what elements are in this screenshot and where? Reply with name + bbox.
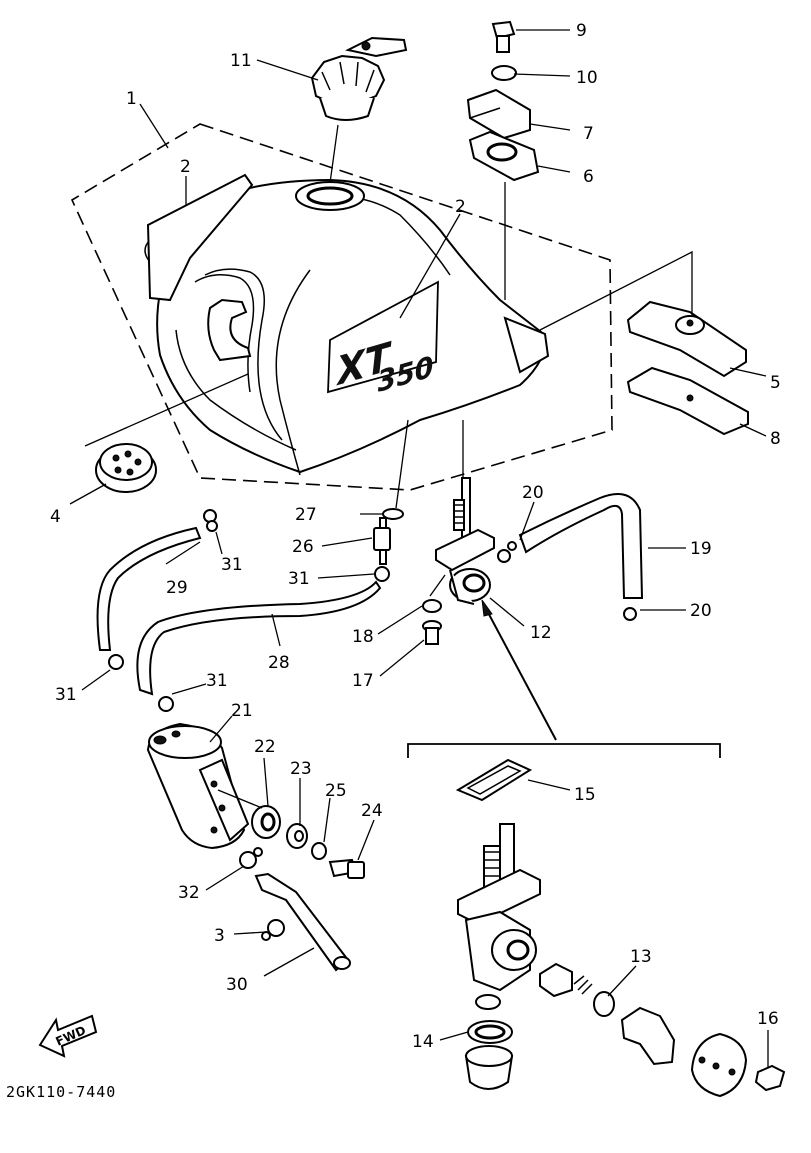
fuel-cock-upper <box>435 477 495 605</box>
callout-31-c: 31 <box>55 685 77 705</box>
vent-hose-29 <box>96 526 202 651</box>
breather-hose-28 <box>136 580 382 696</box>
callout-30: 30 <box>226 975 248 995</box>
fuel-hose-19 <box>518 493 644 599</box>
callout-19: 19 <box>690 539 712 559</box>
callout-31-a: 31 <box>221 555 243 575</box>
callout-5: 5 <box>770 373 781 393</box>
detail-bracket <box>407 743 721 758</box>
bracket-5 <box>626 300 747 378</box>
clip-3 <box>261 919 285 941</box>
bracket-8 <box>626 366 749 436</box>
collar-23 <box>286 823 308 849</box>
callout-1: 1 <box>126 89 137 109</box>
leader-lines <box>69 29 769 1068</box>
screw-17 <box>422 620 442 645</box>
washer-18 <box>422 599 442 613</box>
callout-13: 13 <box>630 947 652 967</box>
callout-7: 7 <box>583 124 594 144</box>
callout-2-left: 2 <box>180 157 191 177</box>
clip-20-lower <box>623 607 637 621</box>
o-ring-14 <box>467 1020 513 1044</box>
callout-21: 21 <box>231 701 253 721</box>
damper-4 <box>95 443 157 493</box>
bolt-24 <box>328 858 365 879</box>
callout-10: 10 <box>576 68 598 88</box>
screw-16 <box>754 1064 786 1092</box>
callout-18: 18 <box>352 627 374 647</box>
callout-15: 15 <box>574 785 596 805</box>
clip-20-upper <box>497 541 517 563</box>
callout-9: 9 <box>576 21 587 41</box>
lever-cover <box>690 1032 748 1098</box>
callout-8: 8 <box>770 429 781 449</box>
callout-4: 4 <box>50 507 61 527</box>
callout-11: 11 <box>230 51 252 71</box>
callout-26: 26 <box>292 537 314 557</box>
check-valve-26 <box>373 517 391 565</box>
callout-25: 25 <box>325 781 347 801</box>
fuel-filter-21 <box>146 722 250 850</box>
o-ring-14a <box>475 994 501 1010</box>
washer-13 <box>593 991 615 1017</box>
callout-12: 12 <box>530 623 552 643</box>
clip-31-c <box>108 654 124 670</box>
callout-17: 17 <box>352 671 374 691</box>
callout-22: 22 <box>254 737 276 757</box>
damper-7 <box>466 88 531 140</box>
washer-25 <box>311 842 327 860</box>
lever-plate <box>620 1006 676 1066</box>
callout-14: 14 <box>412 1032 434 1052</box>
lever-spring <box>539 962 593 998</box>
clip-31-b <box>374 566 390 582</box>
fuel-cap <box>310 36 408 121</box>
callout-20-lower: 20 <box>690 601 712 621</box>
gasket-15 <box>455 758 533 802</box>
clip-31-d <box>158 696 174 712</box>
diagram-code: 2GK110-7440 <box>6 1083 116 1101</box>
callout-29: 29 <box>166 578 188 598</box>
callout-27: 27 <box>295 505 317 525</box>
clip-32 <box>239 847 263 869</box>
washer-10 <box>491 65 517 81</box>
clip-31-a <box>203 509 218 532</box>
bolt-9 <box>491 20 516 53</box>
grommet-22 <box>251 805 281 839</box>
callout-32: 32 <box>178 883 200 903</box>
callout-2-right: 2 <box>455 197 466 217</box>
callout-31-b: 31 <box>288 569 310 589</box>
assembly-outline <box>70 123 613 491</box>
side-decal <box>146 173 254 302</box>
callout-16: 16 <box>757 1009 779 1029</box>
callout-24: 24 <box>361 801 383 821</box>
callout-3: 3 <box>214 926 225 946</box>
callout-6: 6 <box>583 167 594 187</box>
breather-pipe-30 <box>254 872 351 972</box>
callout-28: 28 <box>268 653 290 673</box>
fwd-arrow-icon: FWD <box>38 1014 98 1058</box>
callout-23: 23 <box>290 759 312 779</box>
damper-6 <box>468 130 540 182</box>
callout-20-upper: 20 <box>522 483 544 503</box>
fuel-cock-detail <box>457 823 541 992</box>
filter-cup <box>464 1045 514 1090</box>
callout-31-d: 31 <box>206 671 228 691</box>
